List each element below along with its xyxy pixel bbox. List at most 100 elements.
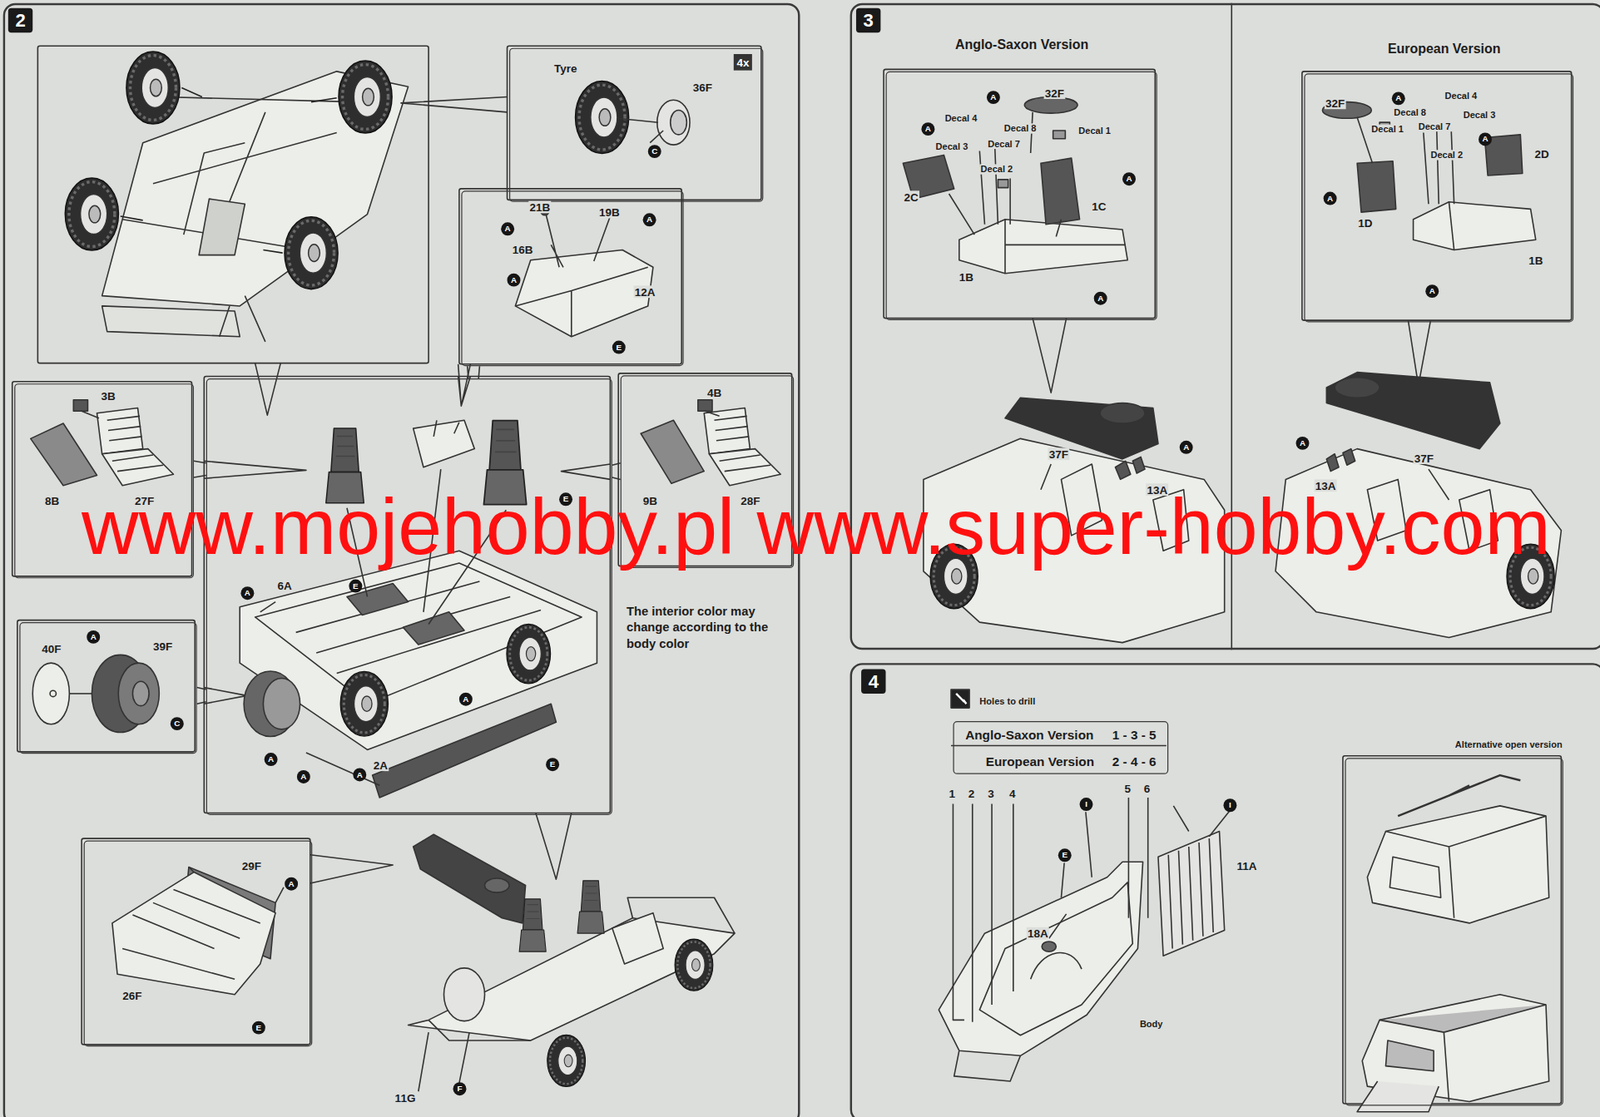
part-number: 2 — [967, 787, 976, 801]
decal-label: Decal 4 — [1443, 90, 1478, 101]
callout-letter: A — [986, 90, 1001, 105]
callout-letter: A — [459, 693, 473, 707]
callout-box: 40F A 39F C — [19, 622, 197, 754]
table-cell: 2 - 4 - 6 — [1112, 755, 1157, 770]
callout-box: 29F A 26F E — [84, 841, 313, 1048]
note-text: The interior color may change according … — [626, 603, 780, 653]
callout-letter: I — [1079, 797, 1094, 812]
callout-letter: E — [1058, 848, 1072, 862]
step-panel: 4Holes to drillAnglo-Saxon Version1 - 3 … — [850, 663, 1600, 1117]
step-number: 2 — [8, 8, 33, 33]
step-number: 4 — [861, 669, 886, 694]
callout-box: Tyre4x36FC — [509, 48, 763, 203]
decal-label: Decal 2 — [979, 163, 1014, 174]
part-number: 5 — [1123, 782, 1132, 796]
callout-letter: A — [297, 770, 311, 784]
callout-letter: E — [252, 1021, 266, 1036]
step-number: 3 — [856, 8, 881, 33]
callout-letter: A — [1296, 436, 1310, 451]
part-number: 2A — [372, 758, 390, 772]
part-number: 4 — [1008, 787, 1017, 801]
alternative-box: Alternative open version — [1344, 757, 1563, 1106]
decal-label: Decal 3 — [1461, 109, 1496, 120]
decal-label: Decal 3 — [934, 141, 969, 152]
part-number: 39F — [152, 640, 174, 654]
decal-label: Decal 2 — [1429, 149, 1464, 160]
version-box: European Version32FADecal 4Decal 8Decal … — [1303, 73, 1574, 322]
table-cell: Anglo-Saxon Version — [965, 728, 1094, 744]
decal-label: Decal 8 — [1003, 123, 1038, 134]
quantity-badge: 4x — [733, 54, 753, 71]
part-number: 4B — [706, 386, 724, 400]
decal-label: Decal 7 — [1416, 121, 1452, 132]
watermark: www.mojehobby.pl www.super-hobby.com — [81, 488, 1551, 568]
decal-label: Holes to drill — [978, 697, 1036, 708]
part-number: 37F — [1413, 451, 1436, 465]
callout-letter: A — [352, 767, 367, 782]
callout-letter: E — [545, 757, 560, 772]
callout-letter: C — [170, 717, 184, 731]
part-number: Tyre — [553, 62, 579, 75]
callout-letter: A — [507, 273, 521, 288]
callout-letter: A — [1094, 292, 1108, 306]
part-number: 11A — [1235, 860, 1258, 873]
part-number: 16B — [510, 243, 534, 257]
callout-letter: I — [1223, 798, 1237, 813]
part-number: 18A — [1026, 927, 1050, 941]
part-number: 1D — [1357, 217, 1374, 230]
part-number: 3 — [986, 787, 996, 801]
part-number: 19B — [598, 206, 621, 219]
callout-letter: A — [500, 222, 515, 236]
part-number: 1B — [958, 271, 976, 284]
part-number: 40F — [40, 643, 63, 656]
part-number: 2D — [1533, 148, 1551, 161]
table-cell: European Version — [985, 755, 1095, 770]
decal-label: Decal 4 — [943, 113, 978, 124]
part-number: 2C — [902, 190, 920, 204]
decal-label: Decal 7 — [986, 138, 1021, 149]
version-heading: Anglo-Saxon Version — [955, 36, 1089, 52]
callout-box: 21B 19B A A 16B A 12A E — [460, 190, 684, 367]
callout-letter: A — [284, 877, 298, 892]
callout-letter: A — [264, 752, 278, 767]
decal-label: Decal 8 — [1392, 107, 1427, 118]
part-number: 37F — [1048, 447, 1070, 461]
callout-letter: F — [453, 1082, 467, 1096]
callout-letter: A — [1179, 440, 1194, 455]
part-number: 12A — [634, 285, 657, 298]
decal-label: Body — [1139, 1019, 1165, 1030]
callout-letter: E — [612, 341, 626, 355]
assembly-box: E6AAEAAAA2AE — [206, 378, 613, 816]
holes-table: Holes to drillAnglo-Saxon Version1 - 3 -… — [952, 721, 1169, 775]
part-number: 29F — [240, 860, 263, 873]
part-number: 26F — [121, 990, 144, 1003]
part-number: 6A — [276, 579, 293, 593]
callout-letter: A — [240, 586, 254, 600]
part-number: 1C — [1090, 199, 1108, 213]
version-box: Anglo-Saxon Version32FADecal 4Decal 8Dec… — [886, 71, 1158, 321]
decal-label: Decal 1 — [1077, 125, 1112, 136]
part-number: 1B — [1527, 253, 1545, 267]
callout-letter: A — [1425, 284, 1439, 298]
callout-letter: A — [921, 122, 935, 136]
part-number: 32F — [1044, 86, 1066, 100]
callout-letter: A — [1391, 91, 1406, 105]
callout-letter: A — [1122, 172, 1136, 186]
table-cell: 1 - 3 - 5 — [1112, 728, 1157, 744]
part-number: 36F — [692, 81, 714, 95]
callout-pointer — [197, 688, 207, 705]
part-number: 1 — [947, 787, 957, 801]
callout-letter: A — [86, 630, 100, 644]
callout-pointer — [193, 460, 207, 478]
part-number: 8B — [44, 495, 61, 508]
part-number: 32F — [1324, 97, 1347, 110]
callout-letter: E — [348, 579, 362, 594]
callout-letter: A — [1323, 192, 1338, 206]
decal-label: Decal 1 — [1370, 124, 1405, 135]
decal-label: Alternative open version — [1454, 739, 1564, 750]
part-number: 3B — [99, 389, 117, 402]
part-number: 6 — [1143, 782, 1152, 796]
callout-letter: A — [643, 213, 657, 227]
callout-pointer — [467, 366, 481, 379]
part-number: 21B — [528, 201, 551, 214]
